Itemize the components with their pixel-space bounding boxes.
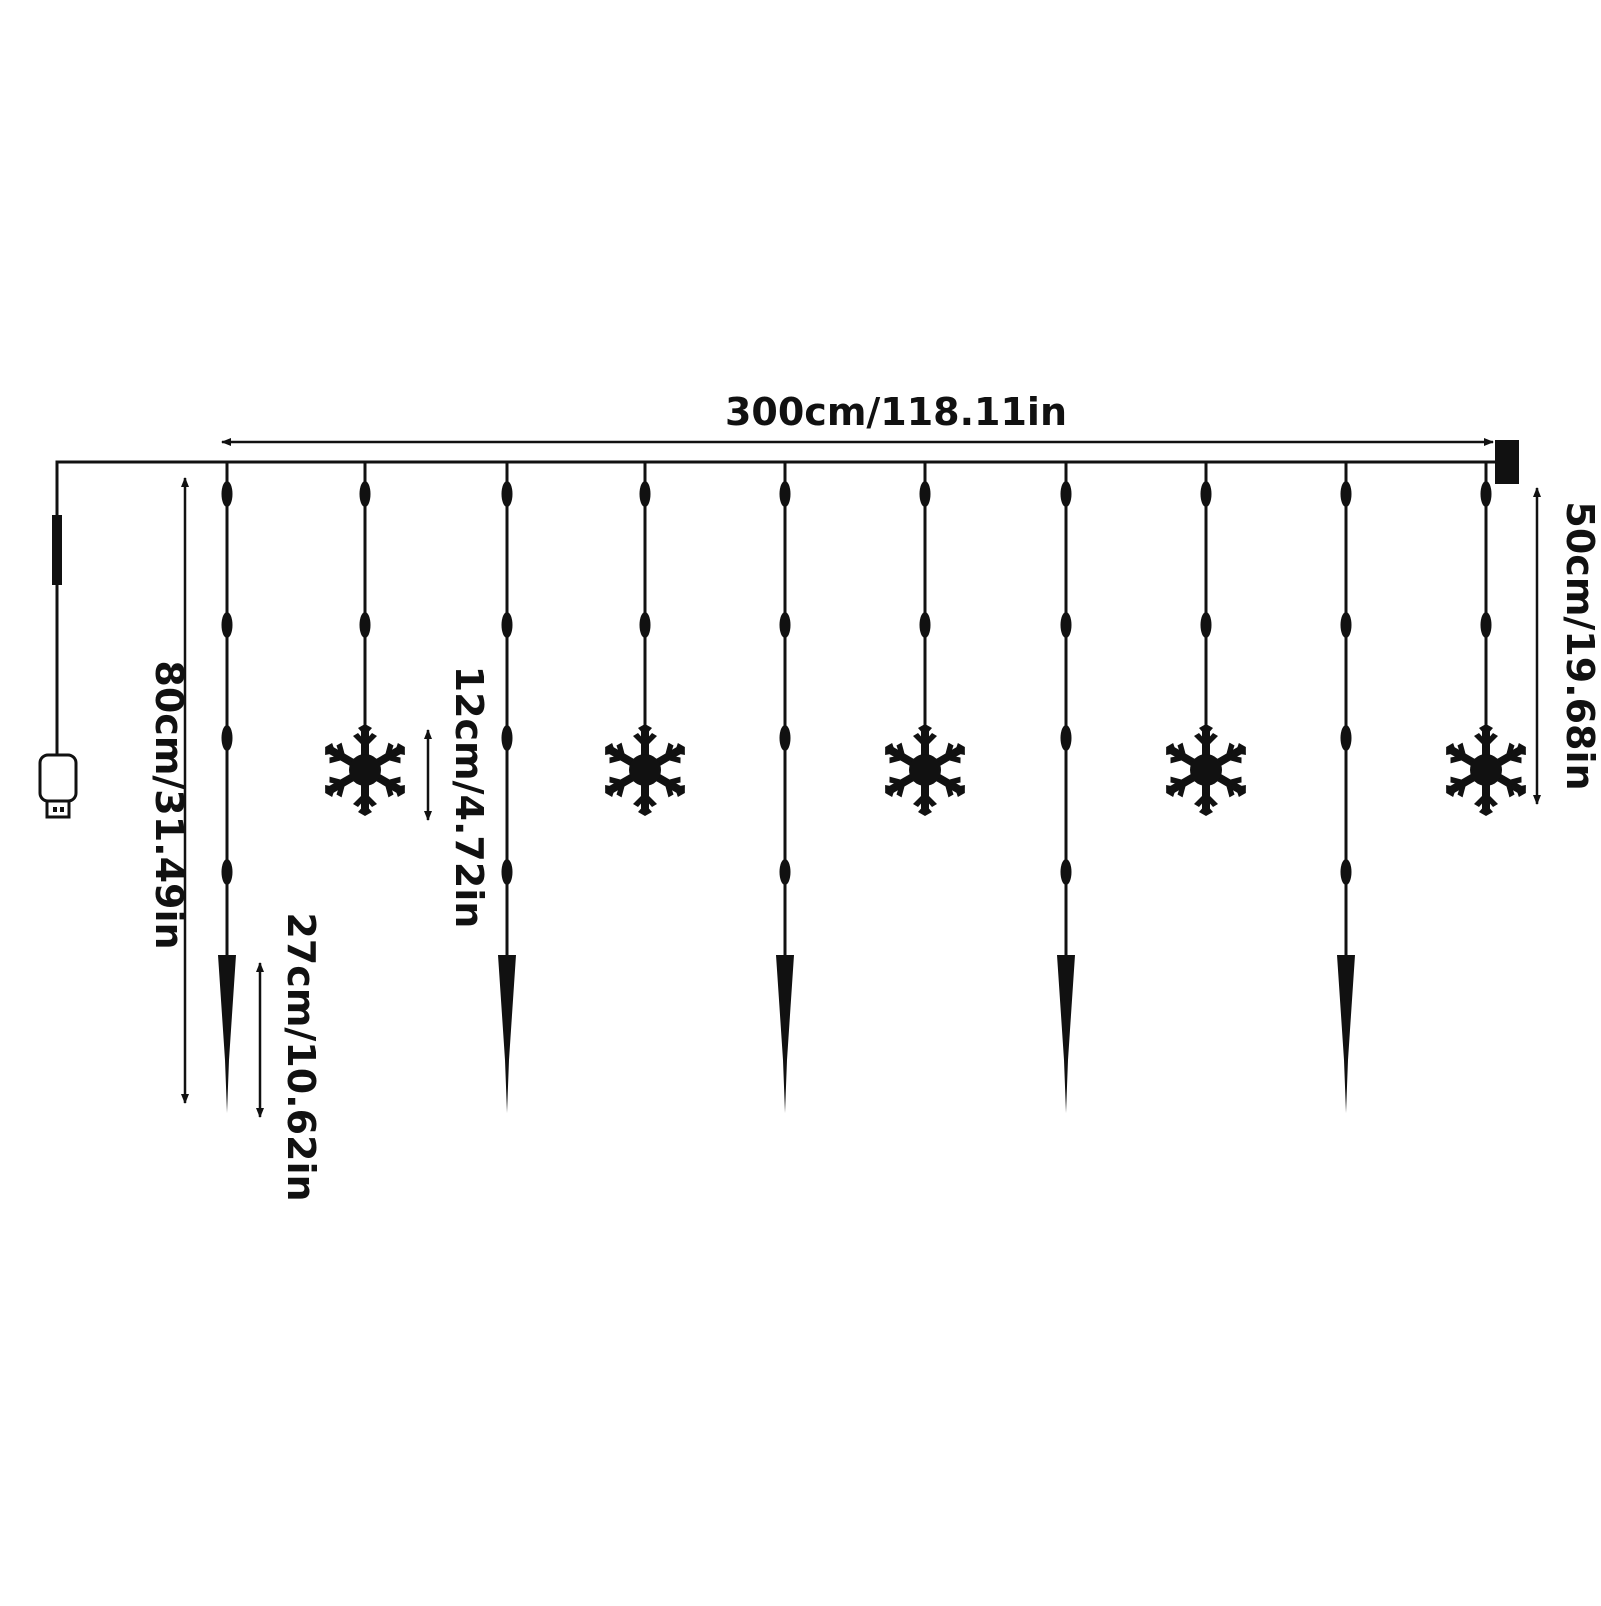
main-wire — [55, 460, 1495, 740]
tall-drop-dimension: 80cm/31.49in — [147, 477, 191, 1104]
icicle-strand — [776, 462, 794, 1113]
strands — [218, 462, 1532, 1113]
snowflake-strand — [1440, 462, 1532, 816]
icicle-icon — [776, 955, 794, 1113]
usb-plug-icon — [38, 740, 78, 819]
led-bulb — [501, 481, 513, 507]
led-bulb — [919, 481, 931, 507]
led-bulb — [1060, 859, 1072, 885]
icicle-icon — [498, 955, 516, 1113]
led-bulb — [1060, 612, 1072, 638]
icicle-strand — [218, 462, 236, 1113]
snowflake-size-label: 12cm/4.72in — [447, 666, 491, 929]
led-bulb — [779, 612, 791, 638]
wire-sleeve — [52, 515, 62, 585]
snowflake-icon — [599, 724, 691, 816]
led-bulb — [1340, 725, 1352, 751]
snowflake-icon — [879, 724, 971, 816]
icicle-strand — [1337, 462, 1355, 1113]
led-bulb — [1480, 612, 1492, 638]
icicle-icon — [1057, 955, 1075, 1113]
led-bulb — [221, 859, 233, 885]
width-label: 300cm/118.11in — [725, 390, 1067, 434]
led-bulb — [501, 612, 513, 638]
width-dimension: 300cm/118.11in — [221, 390, 1494, 446]
led-bulb — [779, 481, 791, 507]
icicle-icon — [1337, 955, 1355, 1113]
icicle-strand — [498, 462, 516, 1113]
led-bulb — [501, 859, 513, 885]
icicle-length-label: 27cm/10.62in — [279, 912, 323, 1201]
snowflake-icon — [1160, 724, 1252, 816]
led-bulb — [779, 725, 791, 751]
short-drop-dimension: 50cm/19.68in — [1533, 487, 1601, 805]
led-bulb — [1480, 481, 1492, 507]
icicle-icon — [218, 955, 236, 1113]
controller-box-icon — [1495, 440, 1519, 484]
led-bulb — [919, 612, 931, 638]
led-bulb — [221, 612, 233, 638]
led-bulb — [1200, 612, 1212, 638]
snowflake-icon — [319, 724, 411, 816]
snowflake-strand — [319, 462, 411, 816]
icicle-strand — [1057, 462, 1075, 1113]
led-bulb — [221, 481, 233, 507]
led-bulb — [221, 725, 233, 751]
led-bulb — [639, 481, 651, 507]
snowflake-strand — [599, 462, 691, 816]
led-bulb — [1340, 612, 1352, 638]
led-bulb — [1060, 481, 1072, 507]
led-bulb — [779, 859, 791, 885]
tall-drop-label: 80cm/31.49in — [147, 660, 191, 949]
snowflake-size-dimension: 12cm/4.72in — [424, 666, 491, 929]
snowflake-strand — [1160, 462, 1252, 816]
led-bulb — [1060, 725, 1072, 751]
led-bulb — [1340, 481, 1352, 507]
led-bulb — [1200, 481, 1212, 507]
snowflake-icon — [1440, 724, 1532, 816]
led-bulb — [639, 612, 651, 638]
led-bulb — [359, 481, 371, 507]
led-bulb — [1340, 859, 1352, 885]
snowflake-strand — [879, 462, 971, 816]
icicle-length-dimension: 27cm/10.62in — [256, 912, 323, 1202]
led-bulb — [359, 612, 371, 638]
short-drop-label: 50cm/19.68in — [1558, 501, 1601, 790]
led-bulb — [501, 725, 513, 751]
